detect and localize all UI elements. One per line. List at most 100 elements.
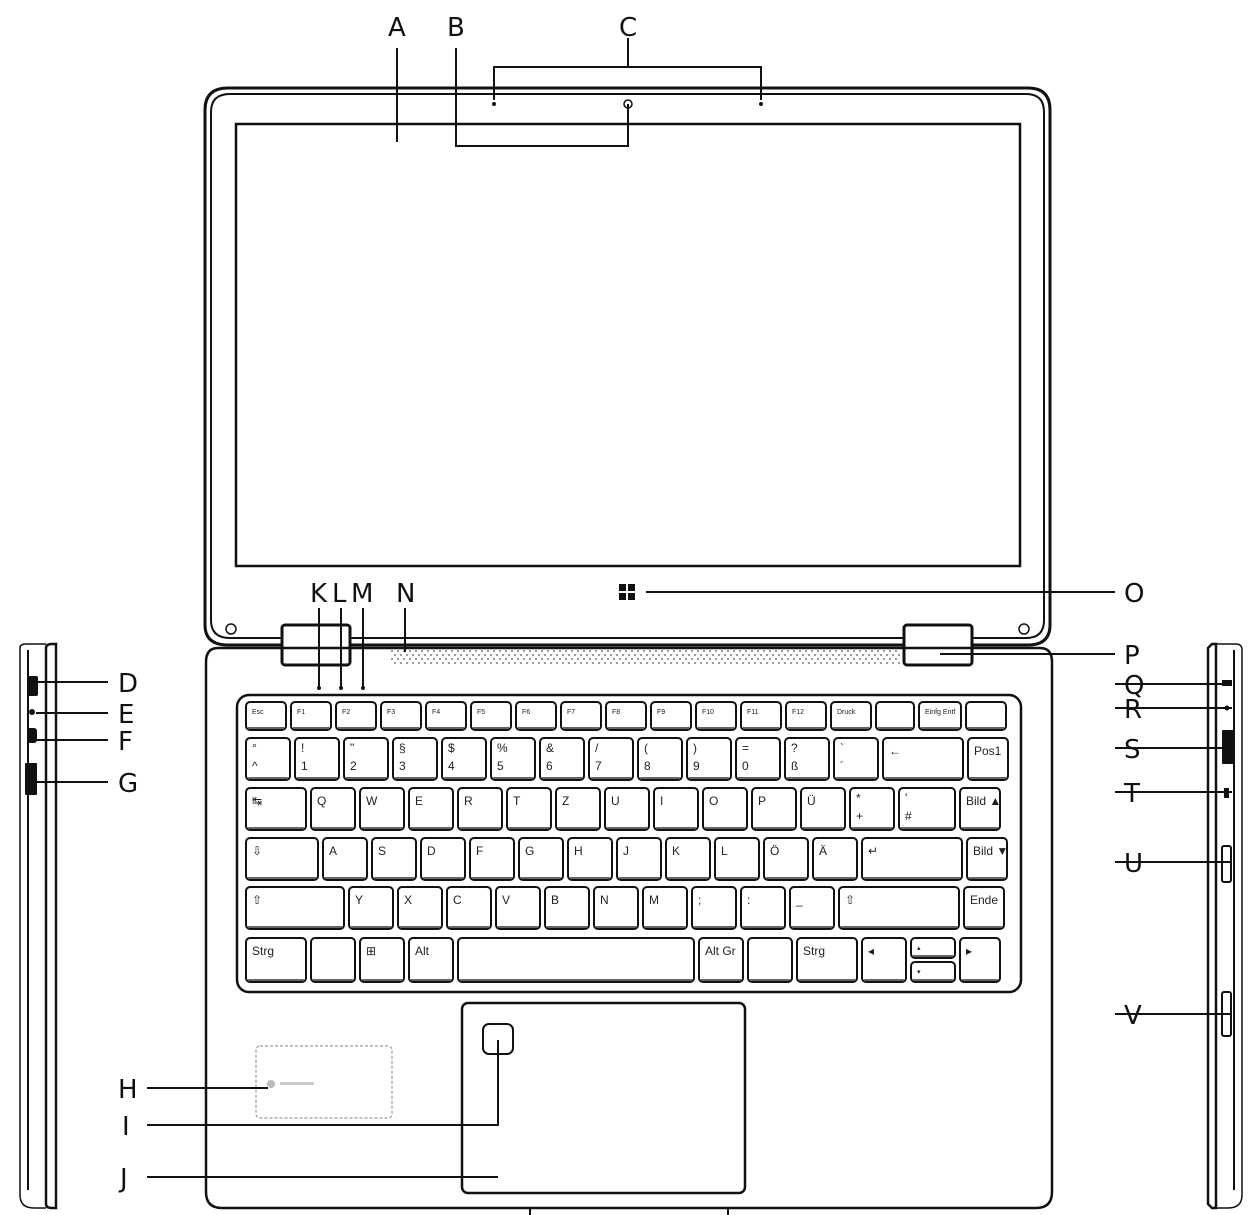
keyboard-key[interactable]: F5 — [470, 701, 512, 731]
keyboard-key[interactable]: (8 — [637, 737, 683, 781]
grille-hole — [787, 658, 789, 660]
keyboard-key[interactable]: K — [665, 837, 711, 881]
keyboard-key[interactable]: : — [740, 886, 786, 930]
keyboard-key[interactable]: N — [593, 886, 639, 930]
keyboard-key[interactable]: '# — [898, 787, 956, 831]
keyboard-key[interactable]: F12 — [785, 701, 827, 731]
keyboard-key[interactable]: L — [714, 837, 760, 881]
keyboard-key[interactable]: Alt Gr — [698, 937, 744, 983]
key-label: Y — [355, 893, 363, 907]
keyboard-key[interactable]: D — [420, 837, 466, 881]
keyboard-key[interactable]: Pos1 — [967, 737, 1009, 781]
keyboard-key[interactable]: Y — [348, 886, 394, 930]
keyboard-key[interactable]: Ende — [963, 886, 1005, 930]
keyboard-key[interactable]: P — [751, 787, 797, 831]
keyboard-key[interactable]: E — [408, 787, 454, 831]
keyboard-key[interactable]: Alt — [408, 937, 454, 983]
keyboard-key[interactable]: G — [518, 837, 564, 881]
keyboard-key[interactable]: R — [457, 787, 503, 831]
grille-hole — [508, 662, 510, 664]
keyboard-key[interactable]: §3 — [392, 737, 438, 781]
keyboard-key[interactable]: F — [469, 837, 515, 881]
keyboard-key[interactable]: H — [567, 837, 613, 881]
keyboard-key[interactable]: )9 — [686, 737, 732, 781]
keyboard-key[interactable]: F1 — [290, 701, 332, 731]
keyboard-key[interactable]: ⇧ — [838, 886, 960, 930]
keyboard-key[interactable]: F3 — [380, 701, 422, 731]
keyboard-key[interactable]: *+ — [849, 787, 895, 831]
keyboard-key[interactable]: Q — [310, 787, 356, 831]
keyboard-key[interactable]: F7 — [560, 701, 602, 731]
keyboard-key[interactable]: X — [397, 886, 443, 930]
keyboard-key[interactable]: `´ — [833, 737, 879, 781]
keyboard-key[interactable]: ↹ — [245, 787, 307, 831]
keyboard-key[interactable]: Esc — [245, 701, 287, 731]
keyboard-key[interactable]: V — [495, 886, 541, 930]
keyboard-key[interactable]: M — [642, 886, 688, 930]
grille-hole — [466, 654, 468, 656]
keyboard-key[interactable]: ← — [882, 737, 964, 781]
keyboard-key[interactable]: C — [446, 886, 492, 930]
touchpad[interactable] — [460, 1001, 747, 1195]
keyboard-key[interactable]: W — [359, 787, 405, 831]
keyboard-key[interactable]: F8 — [605, 701, 647, 731]
keyboard-key[interactable]: O — [702, 787, 748, 831]
grille-hole — [598, 654, 600, 656]
key-label: 0 — [742, 759, 749, 773]
grille-hole — [694, 662, 696, 664]
volume-rocker-icon[interactable] — [1221, 845, 1232, 883]
keyboard-key[interactable]: F10 — [695, 701, 737, 731]
keyboard-key[interactable]: S — [371, 837, 417, 881]
keyboard-key[interactable]: ↵ — [861, 837, 963, 881]
keyboard-key[interactable]: F11 — [740, 701, 782, 731]
keyboard-key[interactable]: &6 — [539, 737, 585, 781]
keyboard-key[interactable]: _ — [789, 886, 835, 930]
keyboard-key[interactable]: $4 — [441, 737, 487, 781]
keyboard-key[interactable]: !1 — [294, 737, 340, 781]
keyboard-key[interactable]: "2 — [343, 737, 389, 781]
keyboard-key[interactable]: ; — [691, 886, 737, 930]
keyboard-key[interactable]: F9 — [650, 701, 692, 731]
keyboard-key[interactable]: J — [616, 837, 662, 881]
keyboard-key[interactable]: F2 — [335, 701, 377, 731]
keyboard-key[interactable]: ?ß — [784, 737, 830, 781]
keyboard-key[interactable] — [747, 937, 793, 983]
grille-hole — [451, 658, 453, 660]
keyboard-key[interactable]: %5 — [490, 737, 536, 781]
keyboard-key[interactable]: Z — [555, 787, 601, 831]
grille-hole — [862, 654, 864, 656]
keyboard-key[interactable]: ⇩ — [245, 837, 319, 881]
keyboard-key[interactable]: Bild ▲ — [959, 787, 1001, 831]
keyboard-key[interactable]: B — [544, 886, 590, 930]
keyboard-key[interactable]: A — [322, 837, 368, 881]
keyboard-key[interactable]: Druck — [830, 701, 872, 731]
keyboard-key[interactable]: I — [653, 787, 699, 831]
keyboard-key[interactable] — [875, 701, 915, 731]
keyboard-key[interactable]: ⇧ — [245, 886, 345, 930]
keyboard-key[interactable]: ▸ — [959, 937, 1001, 983]
keyboard-key[interactable]: Ä — [812, 837, 858, 881]
keyboard-key[interactable]: F6 — [515, 701, 557, 731]
keyboard-key[interactable]: Ü — [800, 787, 846, 831]
keyboard-key[interactable] — [310, 937, 356, 983]
keyboard-key[interactable]: Strg — [245, 937, 307, 983]
keyboard-key[interactable]: Strg — [796, 937, 858, 983]
grille-hole — [655, 650, 657, 652]
keyboard-key[interactable]: T — [506, 787, 552, 831]
keyboard-key[interactable]: Einfg Entf — [918, 701, 962, 731]
keyboard-key[interactable]: °^ — [245, 737, 291, 781]
keyboard-key[interactable] — [457, 937, 695, 983]
keyboard-key[interactable]: ◂ — [861, 937, 907, 983]
keyboard-key[interactable]: ⊞ — [359, 937, 405, 983]
keyboard-key[interactable]: Ö — [763, 837, 809, 881]
keyboard-key[interactable]: Bild ▼ — [966, 837, 1008, 881]
grille-hole — [757, 650, 759, 652]
grille-hole — [823, 658, 825, 660]
keyboard-key[interactable]: /7 — [588, 737, 634, 781]
keyboard-key[interactable]: ▴ — [910, 937, 956, 959]
keyboard-key[interactable] — [965, 701, 1007, 731]
keyboard-key[interactable]: U — [604, 787, 650, 831]
keyboard-key[interactable]: F4 — [425, 701, 467, 731]
keyboard-key[interactable]: ▾ — [910, 961, 956, 983]
keyboard-key[interactable]: =0 — [735, 737, 781, 781]
